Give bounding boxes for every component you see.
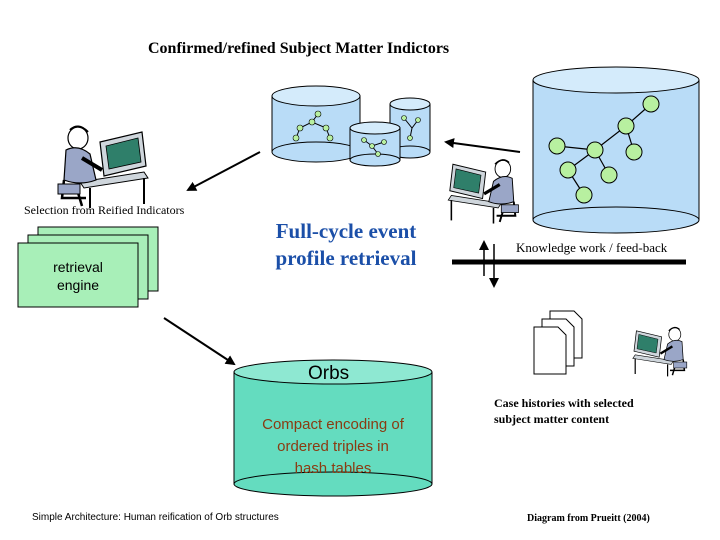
full-cycle-label: Full-cycle event profile retrieval <box>246 218 446 272</box>
orbs-description-line-2: ordered triples in <box>277 438 389 455</box>
retrieval-engine-line-2: engine <box>56 277 100 293</box>
retrieval-engine-stack <box>17 226 159 308</box>
orbs-description-line-1: Compact encoding of <box>262 416 404 433</box>
full-cycle-line-2: profile retrieval <box>275 246 417 270</box>
node-tree-graph <box>548 95 660 204</box>
retrieval-engine-line-1: retrieval <box>53 259 103 275</box>
case-histories-line-2: subject matter content <box>494 412 610 426</box>
case-history-documents <box>533 310 583 375</box>
diagram-title: Confirmed/refined Subject Matter Indicto… <box>148 40 450 57</box>
orbs-cylinder <box>233 359 433 497</box>
arrow-to-orbs <box>163 317 236 366</box>
orbs-description-line-3: hash tables <box>294 460 372 477</box>
database-cylinder-small-front <box>349 121 401 167</box>
large-database-cylinder <box>532 66 700 234</box>
small-database-cluster <box>271 85 431 167</box>
worker-at-computer-left-icon <box>56 124 150 210</box>
case-histories-line-1: Case histories with selected <box>494 396 634 410</box>
footer-right-credit: Diagram from Prueitt (2004) <box>527 513 650 524</box>
retrieval-engine-label: retrieval engine <box>18 258 138 294</box>
worker-at-computer-right-icon <box>446 158 521 226</box>
case-histories-label: Case histories with selected subject mat… <box>494 395 634 427</box>
worker-at-computer-small-icon <box>631 326 688 378</box>
footer-left-caption: Simple Architecture: Human reification o… <box>32 512 279 523</box>
arrow-to-selection <box>186 151 261 191</box>
full-cycle-line-1: Full-cycle event <box>275 219 417 243</box>
orbs-title: Orbs <box>308 363 350 384</box>
arrow-to-database-cluster <box>444 138 521 153</box>
orbs-description: Compact encoding of ordered triples in h… <box>234 414 432 480</box>
database-cylinder-main <box>271 85 361 163</box>
knowledge-work-label: Knowledge work / feed-back <box>516 240 668 255</box>
selection-label: Selection from Reified Indicators <box>24 203 185 217</box>
